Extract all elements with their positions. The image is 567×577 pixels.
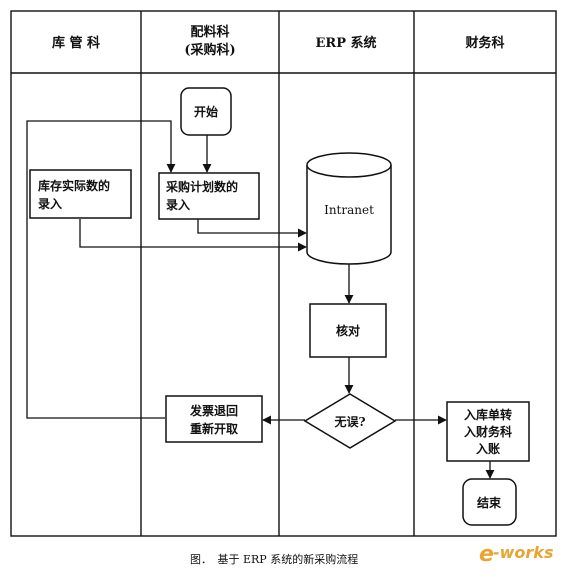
svg-text:e: e bbox=[479, 542, 494, 567]
plan-entry-box: 采购计划数的 录入 bbox=[158, 172, 260, 220]
verify-label: 核对 bbox=[336, 323, 360, 338]
plan-entry-label-line1: 采购计划数的 bbox=[165, 179, 238, 194]
svg-text:-works: -works bbox=[493, 543, 553, 562]
lane-header-procurement-sub: (采购科) bbox=[184, 42, 235, 58]
decision-diamond: 无误? bbox=[303, 393, 397, 449]
plan-entry-label-line2: 录入 bbox=[166, 198, 190, 212]
decision-label: 无误? bbox=[333, 415, 365, 429]
arrow-plan-to-intranet bbox=[197, 219, 307, 238]
swimlane-frame bbox=[10, 10, 557, 537]
lane-header-warehouse: 库 管 科 bbox=[52, 35, 100, 51]
inbound-slip-box: 入库单转 入财务科 入账 bbox=[446, 401, 530, 462]
lane-header-finance: 财务科 bbox=[465, 35, 504, 51]
eworks-watermark-logo: e -works bbox=[479, 542, 553, 567]
lane-header-erp: ERP 系统 bbox=[315, 35, 376, 51]
invoice-label-line1: 发票退回 bbox=[189, 403, 238, 418]
end-node: 结束 bbox=[462, 478, 517, 526]
intranet-label: Intranet bbox=[324, 203, 374, 217]
start-label: 开始 bbox=[194, 104, 218, 119]
connector-lines bbox=[26, 120, 495, 479]
verify-box: 核对 bbox=[309, 303, 387, 358]
stock-entry-label-line1: 库存实际数的 bbox=[38, 178, 110, 193]
inbound-label-line1: 入库单转 bbox=[464, 407, 512, 422]
stock-entry-label-line2: 录入 bbox=[38, 197, 62, 211]
inbound-label-line3: 入账 bbox=[476, 442, 500, 456]
arrow-return-loop bbox=[26, 120, 176, 419]
lane-header-procurement: 配料科 bbox=[190, 24, 229, 40]
arrow-stock-to-intranet bbox=[79, 219, 307, 252]
figure-caption: 图． 基于 ERP 系统的新采购流程 bbox=[190, 552, 358, 566]
invoice-return-box: 发票退回 重新开取 bbox=[165, 395, 263, 443]
invoice-label-line2: 重新开取 bbox=[190, 421, 238, 436]
inbound-label-line2: 入财务科 bbox=[464, 424, 512, 439]
start-node: 开始 bbox=[180, 87, 232, 136]
stock-entry-box: 库存实际数的 录入 bbox=[29, 169, 132, 219]
intranet-database: Intranet bbox=[306, 152, 392, 265]
end-label: 结束 bbox=[477, 495, 502, 510]
